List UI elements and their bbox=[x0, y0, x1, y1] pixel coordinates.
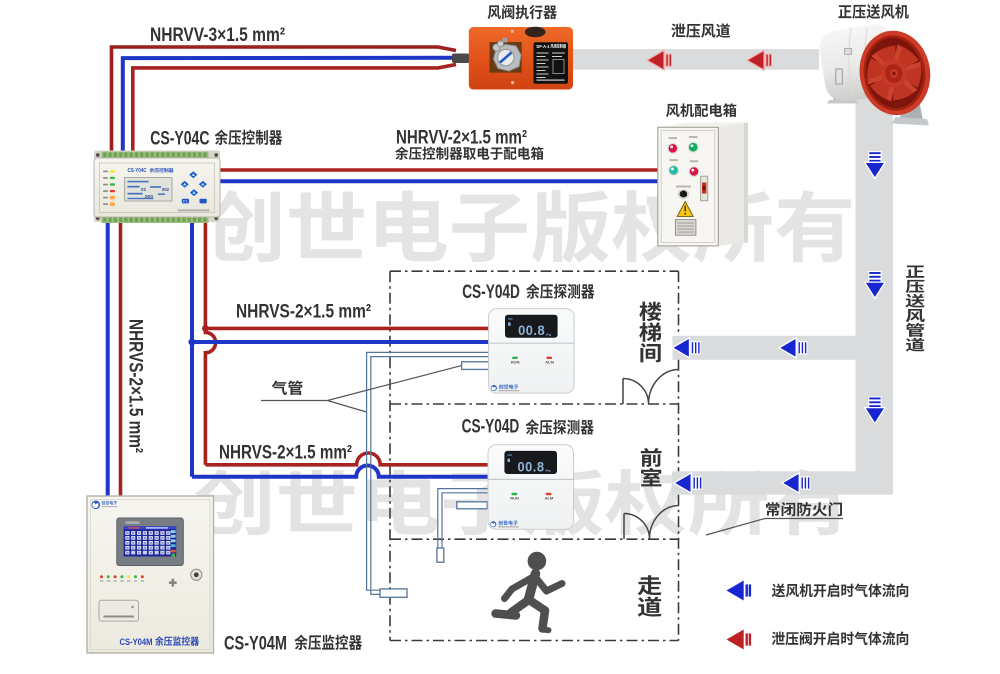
svg-text:NHRVV-3×1.5 mm²: NHRVV-3×1.5 mm² bbox=[150, 25, 285, 46]
svg-text:NHRVS-2×1.5 mm²: NHRVS-2×1.5 mm² bbox=[236, 302, 371, 323]
svg-text:F1: F1 bbox=[183, 199, 188, 203]
svg-text:ALM: ALM bbox=[545, 360, 554, 364]
svg-text:ALM: ALM bbox=[545, 497, 554, 501]
svg-text:Pa: Pa bbox=[546, 333, 551, 337]
svg-text:02: 02 bbox=[141, 187, 147, 192]
svg-text:CS-Y04M: CS-Y04M bbox=[224, 632, 287, 654]
svg-text:RUN: RUN bbox=[510, 497, 519, 501]
svg-text:NHRVV-2×1.5 mm²: NHRVV-2×1.5 mm² bbox=[396, 128, 527, 149]
svg-text:Pa: Pa bbox=[546, 469, 551, 473]
svg-text:DF-A-1: DF-A-1 bbox=[537, 44, 550, 49]
svg-text:CS-Y04D: CS-Y04D bbox=[462, 416, 520, 438]
svg-text:00.8: 00.8 bbox=[518, 459, 545, 474]
svg-text:RUN: RUN bbox=[511, 360, 520, 364]
svg-text:CS-Y04C: CS-Y04C bbox=[150, 128, 209, 150]
svg-text:00.8: 00.8 bbox=[518, 323, 545, 338]
svg-text:CS-Y04C: CS-Y04C bbox=[128, 168, 147, 174]
svg-text:NHRVS-2×1.5 mm²: NHRVS-2×1.5 mm² bbox=[125, 319, 146, 453]
svg-text:000: 000 bbox=[145, 194, 153, 199]
svg-text:CS-Y04M: CS-Y04M bbox=[120, 637, 153, 647]
svg-text:CS-Y04D: CS-Y04D bbox=[462, 281, 520, 303]
svg-text:NHRVS-2×1.5 mm²: NHRVS-2×1.5 mm² bbox=[219, 443, 352, 464]
svg-text:002: 002 bbox=[162, 187, 170, 192]
